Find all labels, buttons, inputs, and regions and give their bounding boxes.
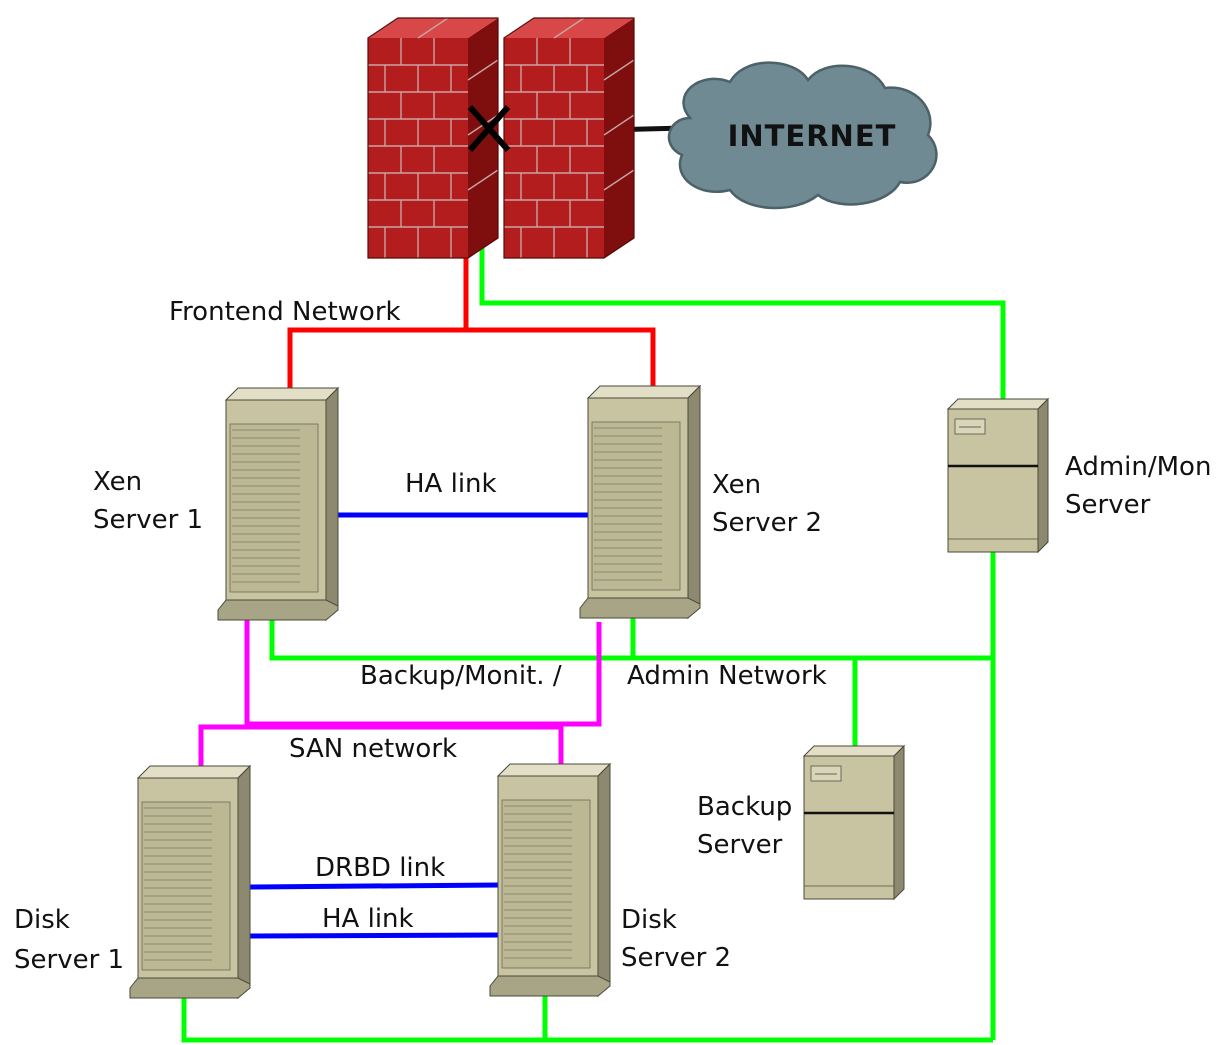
disk-server-2-label-line1: Disk — [621, 905, 677, 935]
admin-mon-server-label-line2: Server — [1065, 490, 1151, 520]
drbd-link-line — [247, 882, 501, 890]
disk-server-1-icon — [129, 765, 251, 999]
disk-server-1-label-line1: Disk — [14, 905, 70, 935]
drbd-link-label: DRBD link — [315, 853, 445, 883]
xen-ha-link-label: HA link — [405, 469, 497, 499]
disk-server-1-label-line2: Server 1 — [14, 945, 124, 975]
frontend-network-line-2 — [466, 327, 656, 386]
disk-server-2-icon — [489, 763, 611, 997]
admin-network-prefix-label: Backup/Monit. / — [360, 661, 562, 691]
admin-mon-server-label-line1: Admin/Mon — [1065, 452, 1211, 482]
xen-server-2-label-line2: Server 2 — [712, 508, 822, 538]
xen-server-1-icon — [217, 387, 339, 621]
admin-network-uplink — [479, 244, 1006, 400]
admin-network-label: Admin Network — [627, 661, 827, 691]
disk-ha-link-label: HA link — [322, 904, 414, 934]
san-network-line — [244, 618, 602, 727]
xen-server-1-label-line2: Server 1 — [93, 505, 203, 535]
admin-network-bottom — [181, 996, 993, 1043]
backup-server-label-line1: Backup — [697, 792, 792, 822]
xen-server-1-label-line1: Xen — [93, 467, 142, 497]
disk-server-2-label-line2: Server 2 — [621, 943, 731, 973]
san-network-line-2 — [198, 724, 564, 770]
internet-label: INTERNET — [728, 119, 897, 153]
san-network-label: SAN network — [289, 734, 457, 764]
admin-mon-server-icon — [946, 397, 1050, 554]
backup-server-icon — [802, 744, 906, 901]
frontend-network-label: Frontend Network — [169, 297, 401, 327]
internet-cloud-icon: INTERNET — [667, 61, 938, 210]
xen-server-2-icon — [579, 385, 701, 619]
admin-network-bus — [269, 618, 993, 661]
disk-ha-link-line — [247, 932, 501, 939]
firewall-icon — [367, 17, 635, 259]
frontend-network-line — [287, 248, 469, 388]
xen-server-2-label-line1: Xen — [712, 470, 761, 500]
backup-server-label-line2: Server — [697, 830, 783, 860]
